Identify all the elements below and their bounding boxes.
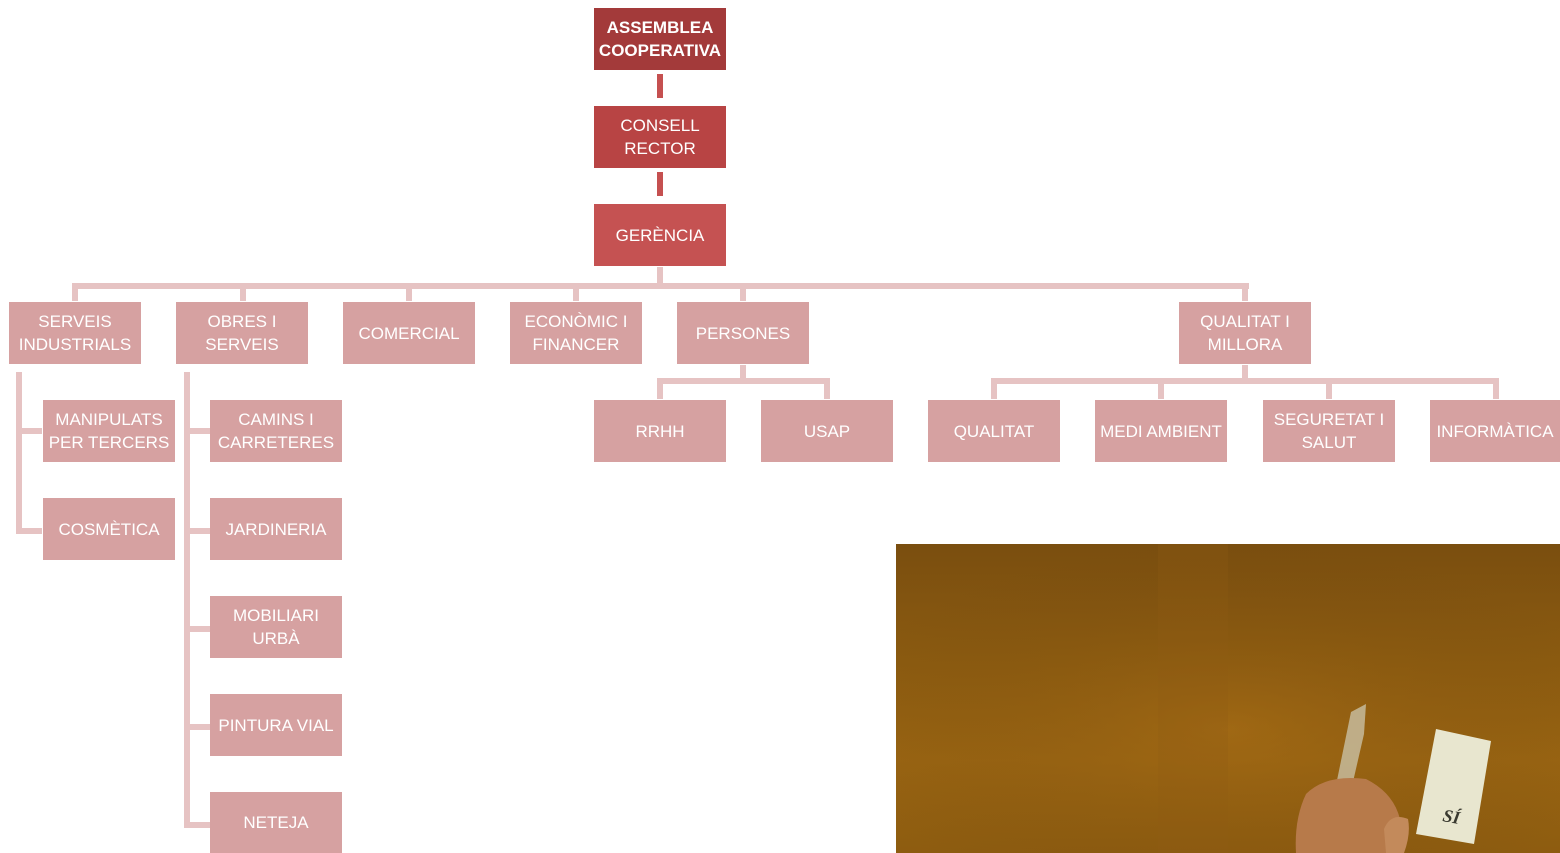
connector-drop-qualitat bbox=[991, 378, 997, 399]
voting-illustration: SÍ bbox=[896, 544, 1560, 853]
connector-drop-economic bbox=[573, 283, 579, 301]
node-seguretat-salut: SEGURETAT I SALUT bbox=[1263, 400, 1395, 462]
connector-drop-qualitat-millora bbox=[1242, 283, 1248, 301]
connector-drop-obres-serveis bbox=[240, 283, 246, 301]
ballot-card-text: SÍ bbox=[1441, 804, 1462, 828]
connector-drop-medi-ambient bbox=[1158, 378, 1164, 399]
node-assemblea-cooperativa: ASSEMBLEA COOPERATIVA bbox=[594, 8, 726, 70]
connector-obres-serveis-spine bbox=[184, 372, 190, 828]
connector-drop-rrhh bbox=[657, 378, 663, 399]
connector-drop-usap bbox=[824, 378, 830, 399]
connector-assemblea-consell bbox=[657, 74, 663, 98]
node-economic-financer: ECONÒMIC I FINANCER bbox=[510, 302, 642, 364]
connector-drop-serveis-industrials bbox=[72, 283, 78, 301]
connector-gerencia-down bbox=[657, 267, 663, 289]
node-pintura-vial: PINTURA VIAL bbox=[210, 694, 342, 756]
node-obres-serveis: OBRES I SERVEIS bbox=[176, 302, 308, 364]
node-cosmetica: COSMÈTICA bbox=[43, 498, 175, 560]
connector-manipulats-branch bbox=[16, 428, 42, 434]
connector-persones-down bbox=[740, 365, 746, 383]
ballot-card bbox=[1416, 729, 1491, 844]
connector-qualitat-millora-bus bbox=[991, 378, 1499, 384]
connector-drop-persones bbox=[740, 283, 746, 301]
node-qualitat: QUALITAT bbox=[928, 400, 1060, 462]
node-usap: USAP bbox=[761, 400, 893, 462]
node-informatica: INFORMÀTICA bbox=[1430, 400, 1560, 462]
connector-jardineria-branch bbox=[184, 528, 210, 534]
node-gerencia: GERÈNCIA bbox=[594, 204, 726, 266]
node-neteja: NETEJA bbox=[210, 792, 342, 853]
photo-light-band bbox=[1158, 544, 1228, 853]
node-rrhh: RRHH bbox=[594, 400, 726, 462]
connector-mobiliari-branch bbox=[184, 626, 210, 632]
node-medi-ambient: MEDI AMBIENT bbox=[1095, 400, 1227, 462]
node-consell-rector: CONSELL RECTOR bbox=[594, 106, 726, 168]
connector-camins-branch bbox=[184, 428, 210, 434]
node-qualitat-millora: QUALITAT I MILLORA bbox=[1179, 302, 1311, 364]
node-manipulats-tercers: MANIPULATS PER TERCERS bbox=[43, 400, 175, 462]
node-jardineria: JARDINERIA bbox=[210, 498, 342, 560]
node-camins-carreteres: CAMINS I CARRETERES bbox=[210, 400, 342, 462]
connector-persones-bus bbox=[657, 378, 830, 384]
voting-photo: SÍ bbox=[896, 544, 1560, 853]
connector-departments-bus bbox=[72, 283, 1249, 289]
connector-drop-seguretat bbox=[1326, 378, 1332, 399]
node-persones: PERSONES bbox=[677, 302, 809, 364]
connector-pintura-branch bbox=[184, 724, 210, 730]
connector-serveis-industrials-spine bbox=[16, 372, 22, 534]
connector-consell-gerencia bbox=[657, 172, 663, 196]
hand-shape bbox=[1295, 778, 1401, 853]
connector-neteja-branch bbox=[184, 822, 210, 828]
node-comercial: COMERCIAL bbox=[343, 302, 475, 364]
connector-qualitat-millora-down bbox=[1242, 365, 1248, 383]
node-serveis-industrials: SERVEIS INDUSTRIALS bbox=[9, 302, 141, 364]
node-mobiliari-urba: MOBILIARI URBÀ bbox=[210, 596, 342, 658]
connector-cosmetica-branch bbox=[16, 528, 42, 534]
hand-fingers bbox=[1384, 816, 1409, 853]
connector-drop-informatica bbox=[1493, 378, 1499, 399]
connector-drop-comercial bbox=[406, 283, 412, 301]
